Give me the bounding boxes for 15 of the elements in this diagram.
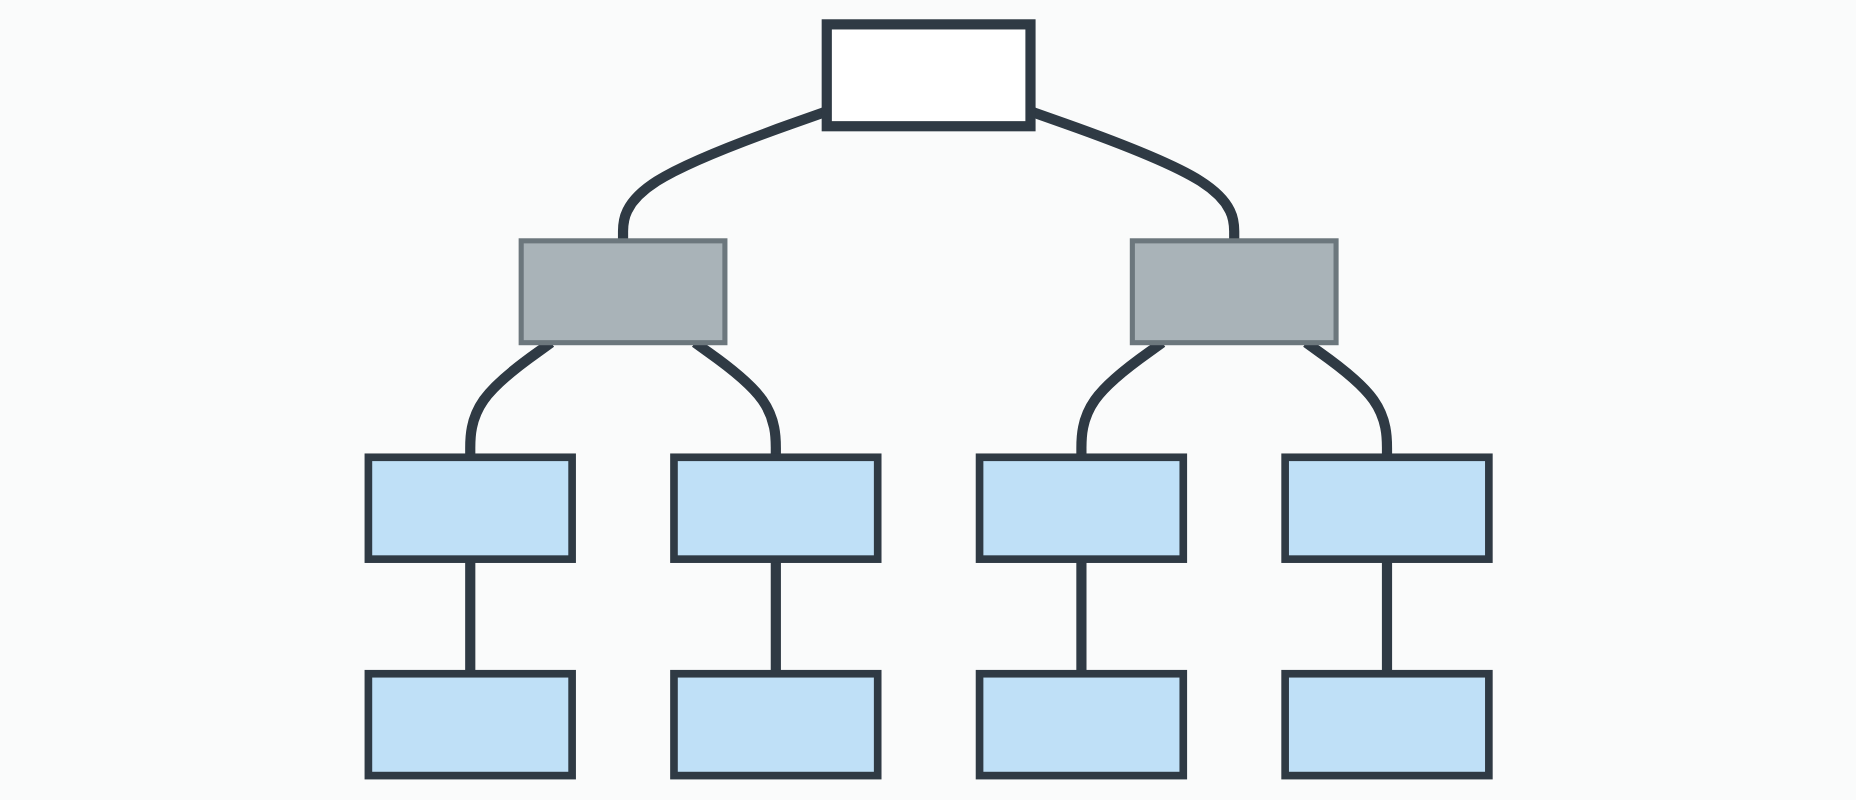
laptop-icon (669, 453, 881, 563)
laptop-icon (363, 669, 576, 780)
laptop-icon (975, 669, 1187, 780)
connector-line (1381, 559, 1392, 674)
connector-line (1075, 559, 1086, 674)
network-switch-icon (518, 238, 727, 346)
network-switch-icon (1129, 238, 1338, 346)
laptop-icon (1280, 453, 1493, 563)
laptop-icon (363, 453, 576, 563)
laptop-icon (669, 669, 881, 780)
server-icon (821, 19, 1035, 132)
connector-line (464, 559, 475, 674)
connector-line (770, 559, 781, 674)
laptop-icon (975, 453, 1187, 563)
laptop-icon (1280, 669, 1493, 780)
